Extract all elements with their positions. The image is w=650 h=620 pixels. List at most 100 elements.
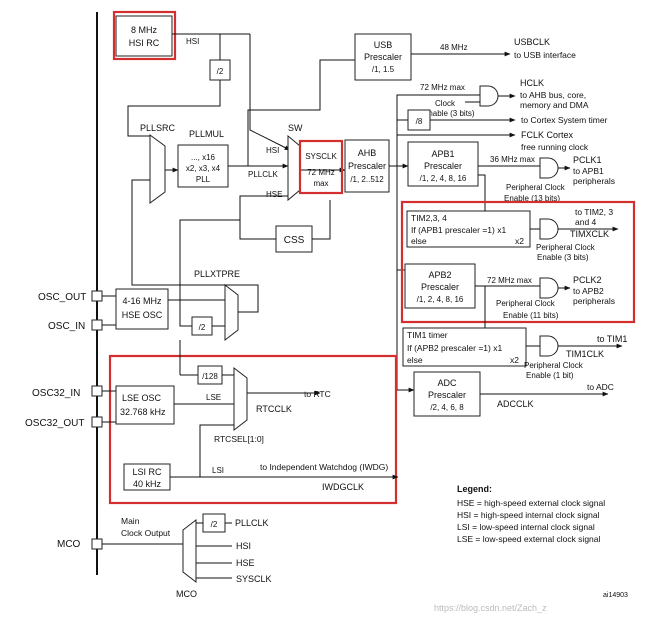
svg-text:Enable (3 bits): Enable (3 bits) — [423, 109, 475, 118]
usb-freq-label: 48 MHz — [440, 43, 468, 52]
svg-text:32.768 kHz: 32.768 kHz — [120, 407, 166, 417]
lse-osc-box — [115, 385, 175, 425]
svg-text:to APB1: to APB1 — [573, 166, 604, 176]
svg-text:x2: x2 — [515, 236, 524, 246]
pclk1-label: PCLK1 — [573, 155, 602, 165]
tim1-box — [402, 327, 527, 367]
svg-text:peripherals: peripherals — [573, 176, 615, 186]
svg-text:Prescaler: Prescaler — [364, 52, 402, 62]
osc-in-label: OSC_IN — [48, 321, 85, 332]
svg-text:USB: USB — [374, 40, 393, 50]
hclk-and-gate — [479, 85, 499, 107]
svg-text:and 4: and 4 — [575, 217, 597, 227]
mco-pin-label: MCO — [57, 539, 81, 550]
svg-text:72 MHz max: 72 MHz max — [420, 83, 465, 92]
sysclk-label: SYSCLK — [305, 152, 337, 161]
svg-text:/1, 2, 4, 8, 16: /1, 2, 4, 8, 16 — [417, 295, 464, 304]
highlight-sysclk — [298, 139, 344, 195]
svg-text:Enable (11 bits): Enable (11 bits) — [503, 311, 559, 320]
osc-out-pin — [91, 290, 103, 302]
rtcsel-label: RTCSEL[1:0] — [214, 434, 264, 444]
pclk2-label: PCLK2 — [573, 275, 602, 285]
svg-text:to RTC: to RTC — [304, 389, 331, 399]
svg-text:AHB: AHB — [358, 148, 377, 158]
osc32-in-pin — [91, 385, 103, 397]
pllmul-label: PLLMUL — [189, 129, 224, 139]
svg-text:LSI RC: LSI RC — [132, 467, 162, 477]
mco-pin — [91, 538, 103, 550]
fclk-label: FCLK Cortex — [521, 130, 574, 140]
svg-text:Main: Main — [121, 516, 140, 526]
svg-text:APB2: APB2 — [428, 270, 451, 280]
svg-text:HSI: HSI — [236, 541, 251, 551]
sw-hse-label: HSE — [266, 190, 282, 199]
svg-text:36 MHz max: 36 MHz max — [490, 155, 535, 164]
pllxtpre-mux — [224, 283, 239, 342]
svg-text:x2: x2 — [510, 355, 519, 365]
osc-in-pin — [91, 319, 103, 331]
svg-text:Clock Output: Clock Output — [121, 528, 171, 538]
svg-text:4-16 MHz: 4-16 MHz — [122, 296, 162, 306]
svg-text:to TIM1: to TIM1 — [597, 334, 627, 344]
legend-item: LSI = low-speed internal clock signal — [457, 522, 595, 532]
sw-label: SW — [288, 123, 303, 133]
figure-id: ai14903 — [603, 592, 628, 599]
hsi-rc-label: HSI RC — [129, 38, 160, 48]
svg-text:TIM1 timer: TIM1 timer — [407, 330, 448, 340]
osc32-out-pin — [91, 416, 103, 428]
iwdgclk-label: IWDGCLK — [322, 482, 364, 492]
svg-text:/1, 2, 4, 8, 16: /1, 2, 4, 8, 16 — [420, 174, 467, 183]
css-label: CSS — [284, 235, 305, 246]
svg-text:PLLCLK: PLLCLK — [235, 518, 269, 528]
pllclk-label: PLLCLK — [248, 170, 278, 179]
svg-text:memory and DMA: memory and DMA — [520, 100, 589, 110]
watermark: https://blog.csdn.net/Zach_z — [434, 603, 547, 613]
svg-text:max: max — [313, 179, 328, 188]
svg-text:Peripheral Clock: Peripheral Clock — [536, 243, 596, 252]
tim1-and-gate — [539, 335, 559, 357]
svg-text:PLL: PLL — [196, 175, 211, 184]
rtcsel-mux — [233, 366, 248, 432]
svg-text:..., x16: ..., x16 — [191, 153, 216, 162]
sw-hsi-label: HSI — [266, 146, 279, 155]
osc-out-label: OSC_OUT — [38, 292, 86, 303]
mco-mux-label: MCO — [176, 589, 197, 599]
svg-text:to AHB bus, core,: to AHB bus, core, — [520, 90, 586, 100]
svg-text:SYSCLK: SYSCLK — [236, 574, 272, 584]
svg-text:to APB2: to APB2 — [573, 286, 604, 296]
pclk2-and-gate — [539, 277, 559, 299]
svg-text:/2: /2 — [199, 323, 206, 332]
svg-text:peripherals: peripherals — [573, 296, 615, 306]
css-box — [275, 225, 313, 253]
lsi-wire-label: LSI — [212, 466, 224, 475]
pllsrc-mux — [149, 134, 166, 204]
svg-text:/2, 4, 6, 8: /2, 4, 6, 8 — [430, 403, 464, 412]
svg-text:free running clock: free running clock — [521, 142, 589, 152]
svg-text:LSE OSC: LSE OSC — [122, 393, 162, 403]
svg-text:APB1: APB1 — [431, 149, 454, 159]
svg-text:to ADC: to ADC — [587, 382, 614, 392]
svg-text:/128: /128 — [202, 372, 218, 381]
osc32-out-label: OSC32_OUT — [25, 418, 84, 429]
mco-mux — [182, 518, 197, 584]
svg-text:/8: /8 — [416, 117, 423, 126]
svg-text:Clock: Clock — [435, 99, 456, 108]
svg-text:/1, 2..512: /1, 2..512 — [350, 175, 384, 184]
svg-text:/1, 1.5: /1, 1.5 — [372, 65, 395, 74]
svg-text:/2: /2 — [211, 520, 218, 529]
svg-text:else: else — [407, 355, 423, 365]
legend-item: LSE = low-speed external clock signal — [457, 534, 601, 544]
adcclk-label: ADCCLK — [497, 399, 534, 409]
legend-title: Legend: — [457, 484, 492, 494]
hclk-label: HCLK — [520, 78, 544, 88]
osc32-in-label: OSC32_IN — [32, 388, 80, 399]
svg-text:Peripheral Clock: Peripheral Clock — [506, 183, 566, 192]
pclk1-and-gate — [539, 157, 559, 179]
svg-text:else: else — [411, 236, 427, 246]
hsi-rc-box — [115, 15, 173, 57]
highlight-apb-group — [400, 200, 636, 324]
svg-text:HSE: HSE — [236, 558, 255, 568]
lse-wire-label: LSE — [206, 393, 221, 402]
svg-text:to USB interface: to USB interface — [514, 50, 576, 60]
